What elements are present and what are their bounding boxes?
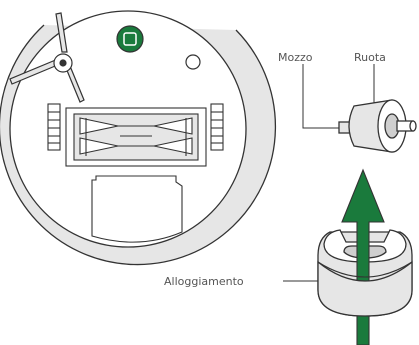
housing-front-lip [317,260,413,317]
right-drive-wheel [210,103,224,151]
hub-leader-line [302,64,339,129]
side-brush [9,12,85,103]
hub-label: Mozzo [278,51,313,64]
upward-arrow-icon [341,168,385,345]
sensor-hole [185,54,201,70]
battery-cover [91,175,183,243]
main-brush [65,107,207,167]
wheel-assembly [338,99,417,153]
wheel-label: Ruota [354,51,386,64]
front-caster-wheel [116,25,144,53]
front-caster-wheel-hub [123,32,137,46]
robot-vacuum-bottom [0,10,277,266]
left-drive-wheel [47,103,61,151]
housing-label: Alloggiamento [164,275,244,288]
